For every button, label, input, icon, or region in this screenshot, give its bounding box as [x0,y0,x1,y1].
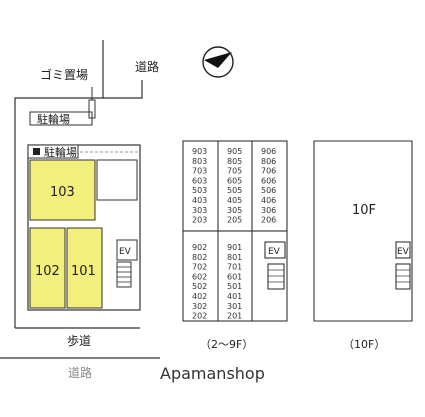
unit-102-label: 102 [35,264,60,279]
ground-ev-label: EV [119,247,132,257]
top-ev-label: EV [397,247,410,257]
unit-number-703: 703 [192,167,207,176]
unit-number-205: 205 [227,216,242,225]
unit-number-603: 603 [192,176,207,185]
unit-number-301: 301 [227,302,242,311]
bike-parking-box-2 [27,144,79,159]
unit-number-803: 803 [192,157,207,166]
typical-caption: （2〜9F） [200,338,253,351]
top-floor [313,140,413,322]
unit-number-501: 501 [227,282,242,291]
unit-number-303: 303 [192,206,207,215]
unit-number-701: 701 [227,263,242,272]
unit-number-802: 802 [192,253,207,262]
unit-number-801: 801 [227,253,242,262]
unit-number-905: 905 [227,147,242,156]
unit-number-206: 206 [261,216,276,225]
unit-number-402: 402 [192,292,207,301]
unit-number-906: 906 [261,147,276,156]
top-stair-steps [396,269,410,283]
road-bottom-label: 道路 [68,365,92,380]
unit-number-403: 403 [192,196,207,205]
unit-number-406: 406 [261,196,276,205]
top-ev-box [395,241,411,259]
ground-stair-steps [117,266,131,283]
unit-number-706: 706 [261,167,276,176]
top-caption: （10F） [343,338,385,351]
unit-number-901: 901 [227,243,242,252]
ground-stair [116,261,132,288]
unit-number-506: 506 [261,186,276,195]
unit-number-805: 805 [227,157,242,166]
unit-number-806: 806 [261,157,276,166]
site-plan [0,40,160,359]
watermark: Apamanshop [160,364,265,383]
unit-number-702: 702 [192,263,207,272]
bike-parking-box-1 [29,111,93,126]
unit-number-305: 305 [227,206,242,215]
unit-102-fill [29,227,66,309]
top-stair [395,263,411,290]
typical-ev-label: EV [268,247,281,257]
site-boundary [14,40,104,328]
bike-parking-label-2: 駐輪場 [44,145,77,159]
unit-number-503: 503 [192,186,207,195]
typical-rear-block [182,140,288,232]
ground-ev-box [116,239,138,261]
unit-103-label: 103 [50,185,75,200]
sidewalk-label: 歩道 [67,333,91,348]
typical-floor [182,140,288,322]
ground-floor [27,144,141,311]
unit-number-601: 601 [227,272,242,281]
bike-parking-label-1: 駐輪場 [37,112,70,126]
unit-101-label: 101 [71,264,96,279]
unit-number-705: 705 [227,167,242,176]
unit-number-502: 502 [192,282,207,291]
unit-number-602: 602 [192,272,207,281]
typical-ev-box [264,241,286,259]
typical-stair-steps [268,269,284,283]
unit-number-405: 405 [227,196,242,205]
courtyard-void [96,159,138,201]
unit-103-fill [29,159,96,221]
typical-unit-numbers: 9038037036035034033032039058057056055054… [192,147,276,321]
unit-number-605: 605 [227,176,242,185]
unit-number-903: 903 [192,147,207,156]
unit-101-fill [66,227,103,309]
unit-number-306: 306 [261,206,276,215]
top-room-label: 10F [352,203,376,218]
road-edge-line [103,80,143,99]
entrance-marker [33,148,40,155]
unit-number-606: 606 [261,176,276,185]
unit-number-201: 201 [227,312,242,321]
unit-number-302: 302 [192,302,207,311]
north-arrow-icon [202,46,234,78]
top-floor-outline [313,140,413,322]
unit-number-203: 203 [192,216,207,225]
road-top-label: 道路 [135,59,159,74]
unit-number-202: 202 [192,312,207,321]
unit-number-505: 505 [227,186,242,195]
typical-stair [267,263,285,290]
garbage-label: ゴミ置場 [40,67,88,82]
unit-number-401: 401 [227,292,242,301]
unit-number-902: 902 [192,243,207,252]
